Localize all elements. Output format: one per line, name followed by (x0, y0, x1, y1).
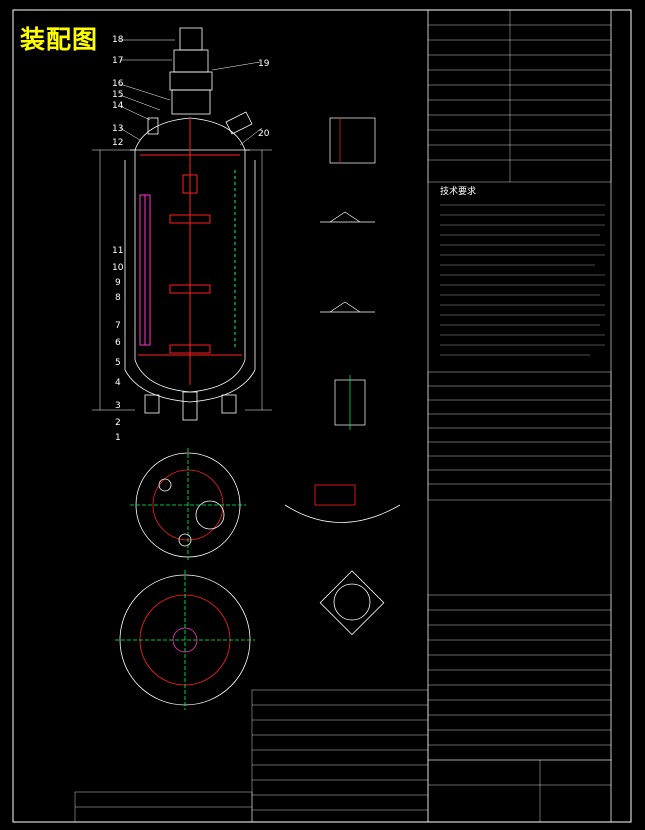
technical-requirements: 技术要求 (440, 185, 605, 356)
bottom-outlet (182, 391, 198, 421)
nozzle-left (147, 117, 159, 135)
leader-16 (119, 83, 171, 101)
part-number: 20 (258, 129, 270, 139)
nozzle-detail (284, 484, 401, 636)
part-number: 7 (115, 321, 121, 331)
leader-14 (119, 105, 151, 121)
detail-sections (320, 117, 376, 430)
detail-a (329, 117, 376, 164)
part-number: 3 (115, 401, 121, 411)
motor (179, 27, 203, 51)
right-tables (427, 9, 612, 823)
leader-20 (239, 127, 263, 146)
parts-list-table (427, 594, 612, 761)
part-number: 11 (112, 246, 123, 256)
reducer (173, 49, 209, 73)
square-flange-bore (333, 583, 371, 621)
part-number: 19 (258, 59, 270, 69)
impeller-upper (169, 214, 211, 224)
part-number: 4 (115, 378, 121, 388)
part-number: 14 (112, 101, 124, 111)
part-number: 12 (112, 138, 123, 148)
support-left (144, 394, 160, 414)
part-number: 2 (115, 418, 121, 428)
part-number: 6 (115, 338, 121, 348)
frame-mount (169, 71, 213, 91)
part-number: 9 (115, 278, 121, 288)
coupling (182, 174, 198, 194)
impeller-lower (169, 344, 211, 354)
part-number: 1 (115, 433, 121, 443)
square-flange (319, 570, 385, 636)
support-right (221, 394, 237, 414)
nozzle-body (314, 484, 356, 506)
part-number: 18 (112, 35, 124, 45)
detail-c-weld (329, 301, 361, 313)
title-block (427, 759, 612, 823)
vessel-internals (138, 118, 242, 385)
nozzle-right (225, 111, 253, 135)
design-data-table (427, 9, 612, 183)
part-number: 10 (112, 263, 124, 273)
nozzle-circle-1 (158, 478, 172, 492)
leader-13 (119, 127, 141, 141)
part-number: 8 (115, 293, 121, 303)
part-number: 16 (112, 79, 124, 89)
vessel-elevation (92, 27, 272, 421)
part-number: 15 (112, 90, 123, 100)
nozzle-table (427, 371, 612, 501)
detail-b-weld (329, 211, 361, 223)
leader-15 (119, 94, 161, 111)
nozzle-circle-2 (178, 533, 192, 547)
lower-parts-list (251, 689, 429, 823)
leader-19 (211, 61, 261, 71)
technical-requirements-heading: 技术要求 (440, 185, 476, 197)
bottom-plan-view (115, 570, 255, 710)
top-plan-view (130, 448, 246, 562)
part-numbers: 1 2 3 4 5 6 7 8 9 10 11 12 13 14 15 16 1… (112, 35, 270, 443)
seal (171, 89, 211, 115)
jacket-bottom (124, 369, 256, 403)
bottom-parts-table (74, 689, 429, 823)
part-number: 17 (112, 56, 123, 66)
impeller-middle (169, 284, 211, 294)
drawing-title: 装配图 (20, 25, 99, 54)
part-number: 13 (112, 124, 123, 134)
part-number: 5 (115, 358, 121, 368)
manhole (195, 500, 225, 530)
nozzle-arc (284, 504, 401, 523)
